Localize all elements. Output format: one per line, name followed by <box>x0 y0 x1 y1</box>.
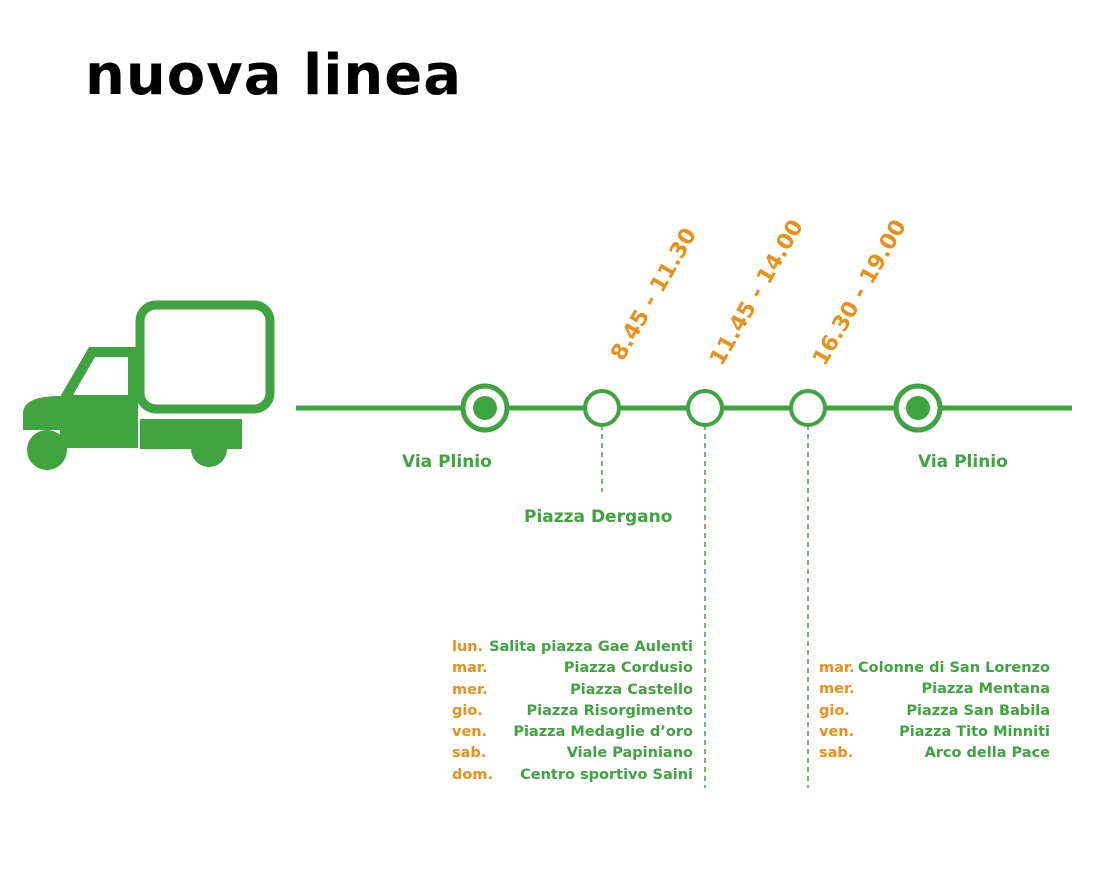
schedule-day: dom. <box>452 766 493 783</box>
schedule-midday: lun. Salita piazza Gae Aulenti mar. Piazza… <box>452 637 693 786</box>
stop-evening-marker <box>789 389 827 427</box>
schedule-day: mar. <box>452 660 488 677</box>
schedule-row: lun. Salita piazza Gae Aulenti <box>452 637 693 658</box>
stop-end-label: Via Plinio <box>918 452 1008 472</box>
schedule-row: dom. Centro sportivo Saini <box>452 765 693 786</box>
schedule-day: ven. <box>452 724 488 741</box>
schedule-row: mar.Colonne di San Lorenzo <box>819 658 1050 679</box>
schedule-day: sab. <box>452 745 487 762</box>
schedule-place: Colonne di San Lorenzo <box>858 660 1050 676</box>
page-title: nuova linea <box>85 43 463 108</box>
schedule-row: gio. Piazza San Babila <box>819 701 1050 722</box>
schedule-evening: mar.Colonne di San Lorenzo mer. Piazza Me… <box>819 658 1050 764</box>
schedule-day: gio. <box>452 702 483 719</box>
schedule-row: ven. Piazza Medaglie d’oro <box>452 722 693 743</box>
schedule-place: Piazza Mentana <box>921 681 1050 698</box>
schedule-place: Viale Papiniano <box>566 745 693 762</box>
schedule-row: mer. Piazza Castello <box>452 680 693 701</box>
schedule-day: sab. <box>819 745 854 762</box>
stop-dergano-marker <box>583 389 621 427</box>
stop-start-marker <box>460 383 510 433</box>
stop-dergano-label: Piazza Dergano <box>524 507 673 527</box>
schedule-place: Piazza Tito Minniti <box>899 723 1050 740</box>
schedule-place: Centro sportivo Saini <box>520 766 693 783</box>
schedule-place: Piazza Risorgimento <box>526 702 693 719</box>
schedule-place: Piazza Cordusio <box>563 660 693 677</box>
schedule-row: ven. Piazza Tito Minniti <box>819 722 1050 743</box>
schedule-day: mar. <box>819 660 855 676</box>
schedule-place: Piazza Medaglie d’oro <box>513 724 693 741</box>
truck-icon <box>23 300 275 470</box>
schedule-row: sab. Arco della Pace <box>819 743 1050 764</box>
schedule-place: Piazza San Babila <box>906 702 1050 719</box>
schedule-row: sab. Viale Papiniano <box>452 743 693 764</box>
stop-end-marker <box>893 383 943 433</box>
schedule-place: Salita piazza Gae Aulenti <box>489 639 693 655</box>
schedule-day: mer. <box>819 681 855 698</box>
schedule-row: mer. Piazza Mentana <box>819 679 1050 700</box>
schedule-day: gio. <box>819 702 850 719</box>
stop-start-label: Via Plinio <box>402 452 492 472</box>
schedule-day: mer. <box>452 681 488 698</box>
schedule-row: mar. Piazza Cordusio <box>452 658 693 679</box>
schedule-row: gio. Piazza Risorgimento <box>452 701 693 722</box>
schedule-place: Arco della Pace <box>924 745 1050 762</box>
schedule-day: lun. <box>452 639 484 655</box>
stop-midday-marker <box>686 389 724 427</box>
schedule-day: ven. <box>819 723 855 740</box>
schedule-place: Piazza Castello <box>570 681 693 698</box>
